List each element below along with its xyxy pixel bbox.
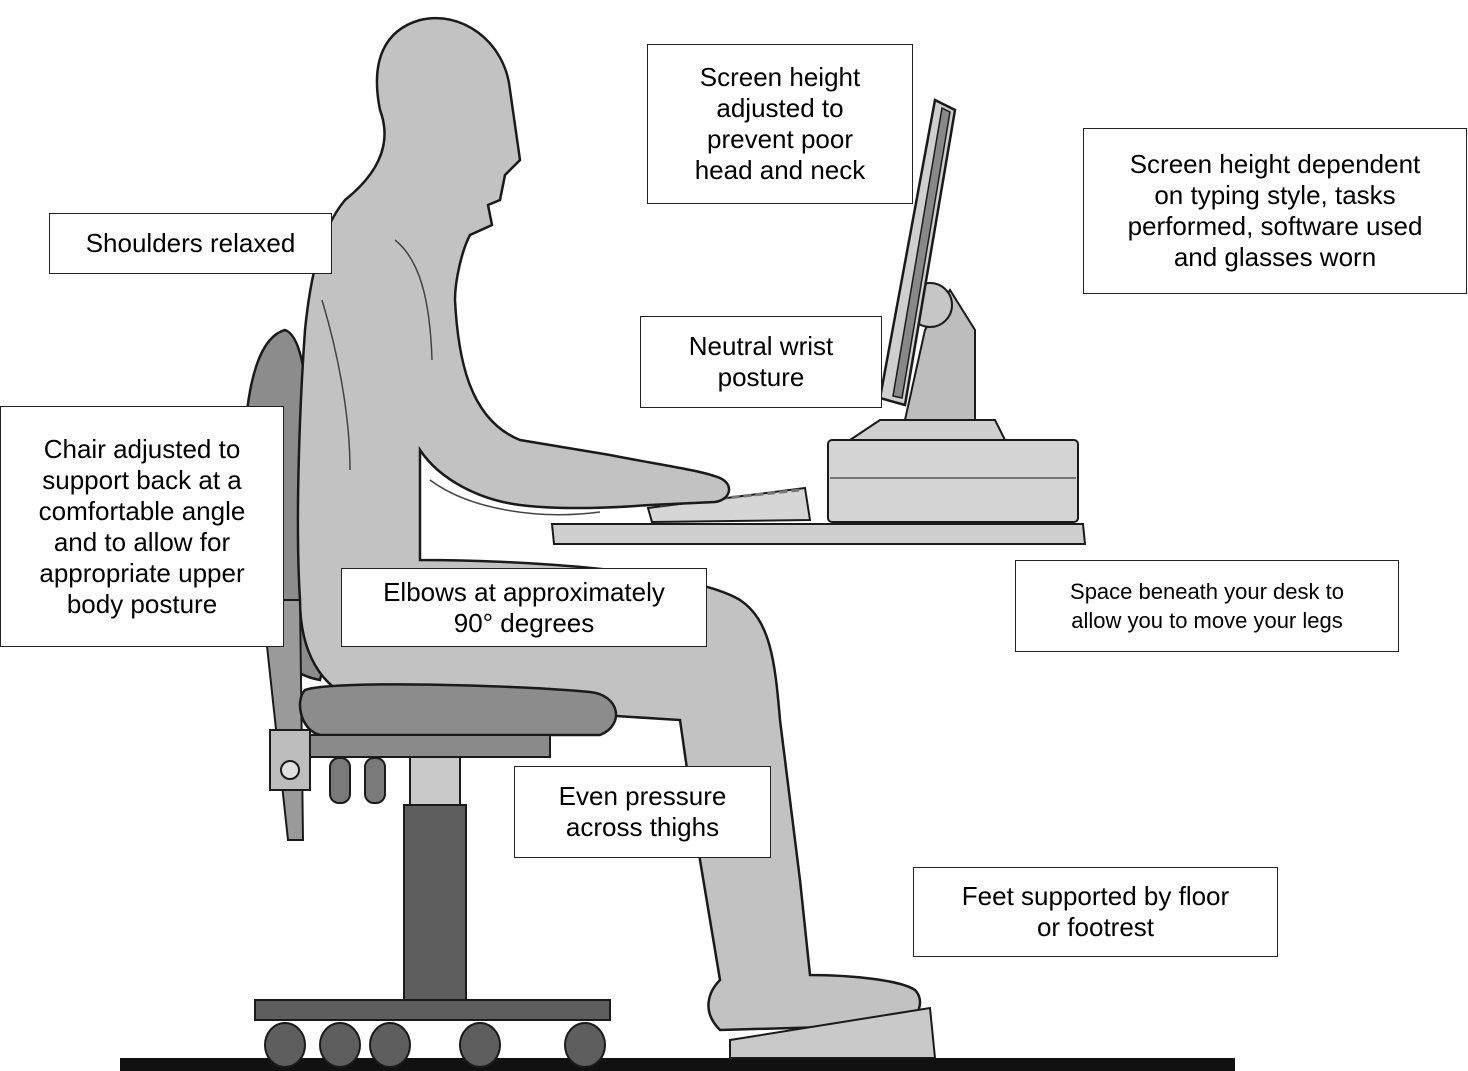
label-screen-height: Screen height adjusted to prevent poor h… <box>647 44 913 204</box>
chair-caster <box>564 1022 606 1068</box>
chair-caster <box>319 1022 361 1068</box>
computer-base-unit <box>827 439 1079 523</box>
chair-seat <box>298 683 618 737</box>
monitor-stand <box>903 288 976 421</box>
label-space-beneath-desk: Space beneath your desk to allow you to … <box>1015 560 1399 652</box>
chair-gas-lift <box>409 756 461 808</box>
label-feet-supported: Feet supported by floor or footrest <box>913 867 1278 957</box>
keyboard <box>646 486 812 524</box>
footrest <box>729 1006 937 1059</box>
desk-top <box>550 523 1087 545</box>
label-even-pressure: Even pressure across thighs <box>514 766 771 858</box>
label-screen-height-dependent: Screen height dependent on typing style,… <box>1083 128 1467 294</box>
label-neutral-wrist: Neutral wrist posture <box>640 316 882 408</box>
chair-caster <box>264 1022 306 1068</box>
label-shoulders-relaxed: Shoulders relaxed <box>49 213 332 274</box>
label-chair-adjusted: Chair adjusted to support back at a comf… <box>0 406 284 647</box>
chair-base <box>254 999 611 1021</box>
chair-caster <box>369 1022 411 1068</box>
chair-caster <box>459 1022 501 1068</box>
label-elbows: Elbows at approximately 90° degrees <box>341 568 707 647</box>
